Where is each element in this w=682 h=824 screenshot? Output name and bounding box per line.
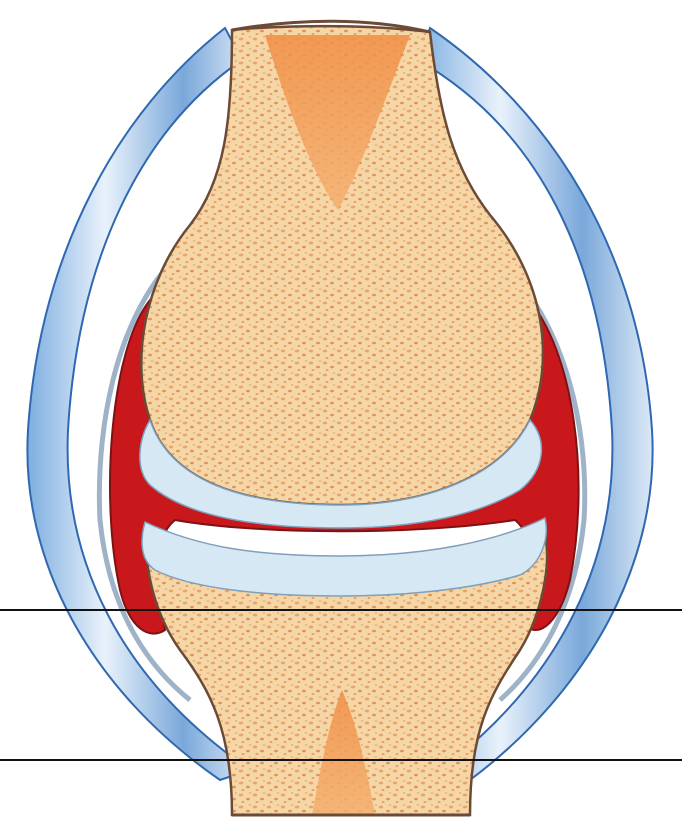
leader-line-upper [0,609,682,611]
lower-bone [142,518,547,815]
leader-line-lower [0,759,682,761]
